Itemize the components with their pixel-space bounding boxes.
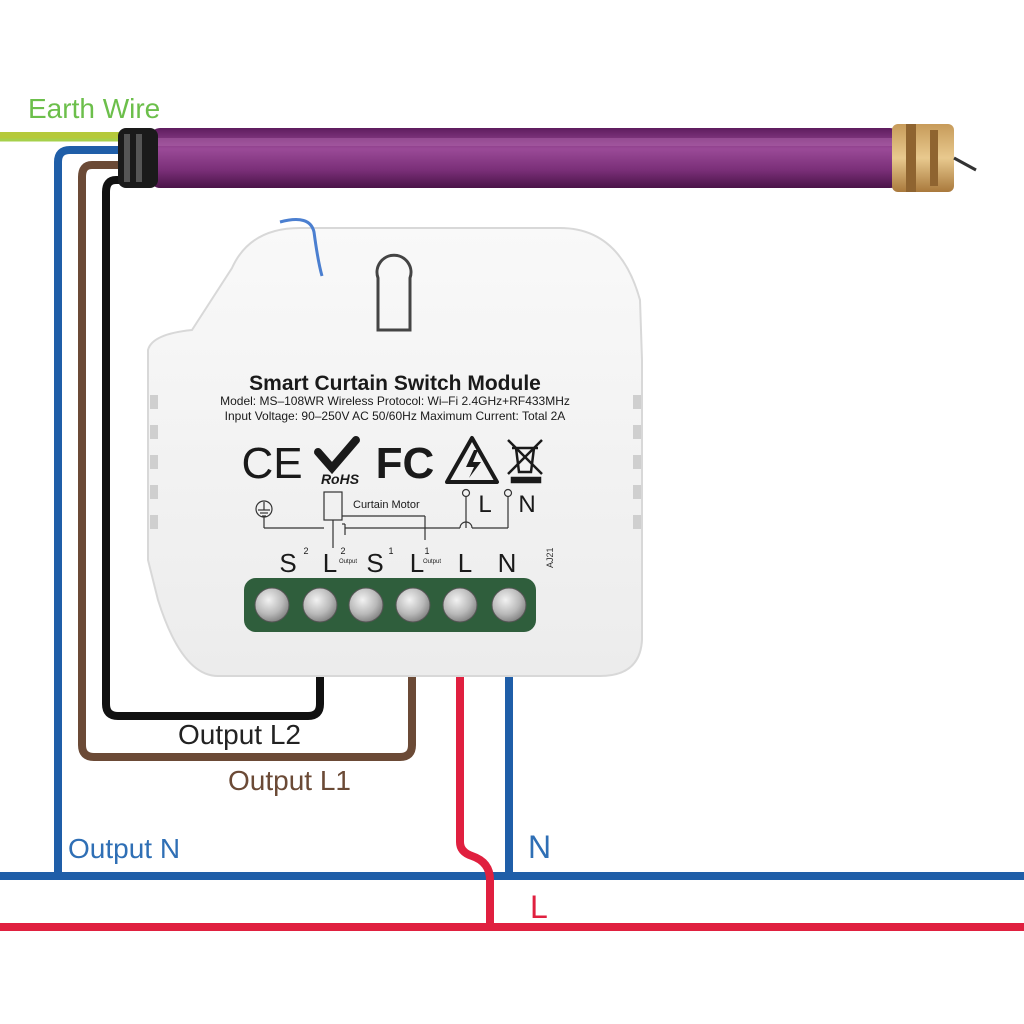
- svg-text:2: 2: [340, 546, 345, 556]
- svg-text:1: 1: [388, 546, 393, 556]
- output-l2-label: Output L2: [178, 719, 301, 750]
- terminal-label-l1: L: [410, 548, 424, 578]
- output-l1-wire: [78, 161, 416, 761]
- curtain-motor-tube: [118, 124, 977, 192]
- terminal-label-l2: L: [323, 548, 337, 578]
- terminal-label-s2: S: [279, 548, 296, 578]
- terminal-labels: S 2 L 2 Output S 1 L 1 Output L N: [279, 546, 516, 578]
- module-spec-line1: Model: MS–108WR Wireless Protocol: Wi–Fi…: [220, 394, 570, 408]
- input-l-wire: [456, 676, 494, 927]
- terminal-label-l: L: [458, 548, 472, 578]
- neutral-label: N: [528, 829, 551, 865]
- weee-bin-icon: [507, 439, 543, 484]
- terminal-screw-l2: [302, 587, 338, 623]
- output-n-wire: [54, 146, 130, 876]
- ce-mark: CE: [241, 439, 302, 488]
- output-n-label: Output N: [68, 833, 180, 864]
- terminal-label-n: N: [498, 548, 517, 578]
- module-spec-line2: Input Voltage: 90–250V AC 50/60Hz Maximu…: [225, 409, 566, 423]
- rohs-mark: RoHS: [314, 436, 360, 487]
- keyhole-mount: [375, 253, 413, 332]
- svg-text:RoHS: RoHS: [321, 471, 360, 487]
- terminal-screw-l1: [395, 587, 431, 623]
- schematic-n-label: N: [518, 491, 535, 518]
- svg-text:2: 2: [303, 546, 308, 556]
- terminal-screw-l: [442, 587, 478, 623]
- module-code: AJ21: [545, 547, 555, 568]
- terminal-screw-n: [491, 587, 527, 623]
- terminal-block: [244, 578, 536, 632]
- svg-text:Output: Output: [423, 559, 441, 565]
- module-title: Smart Curtain Switch Module: [249, 372, 541, 395]
- svg-text:1: 1: [424, 546, 429, 556]
- svg-text:Output: Output: [339, 559, 357, 565]
- wiring-schematic: [255, 488, 513, 548]
- switch-module: [147, 218, 643, 677]
- terminal-screw-s1: [348, 587, 384, 623]
- schematic-l-label: L: [478, 491, 491, 518]
- output-l2-wire: [102, 176, 324, 720]
- terminal-screw-s2: [254, 587, 290, 623]
- fcc-mark: FC: [376, 439, 435, 488]
- output-l1-label: Output L1: [228, 765, 351, 796]
- high-voltage-warning-icon: [445, 436, 499, 484]
- earth-wire-label: Earth Wire: [28, 93, 160, 124]
- curtain-motor-label: Curtain Motor: [353, 499, 420, 511]
- live-label: L: [530, 889, 548, 925]
- terminal-label-s1: S: [366, 548, 383, 578]
